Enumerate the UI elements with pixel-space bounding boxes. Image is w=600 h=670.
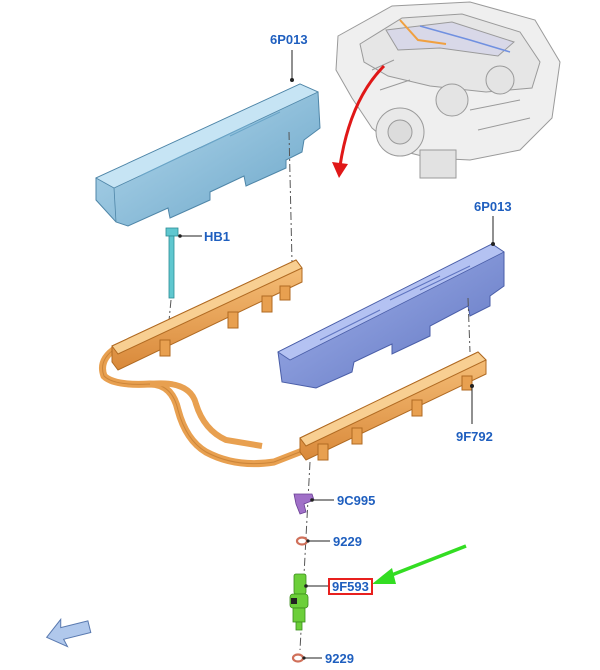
engine-thumbnail — [335, 1, 561, 179]
engine-cover-top — [95, 83, 321, 227]
injector-clip — [293, 493, 315, 515]
engine-cover-right — [277, 243, 505, 389]
callout-9229-upper: 9229 — [333, 534, 362, 549]
highlight-arrow — [372, 544, 467, 584]
orientation-arrow-icon — [45, 617, 92, 648]
callout-6p013-top: 6P013 — [270, 32, 308, 47]
callout-9f593-highlighted: 9F593 — [328, 578, 373, 595]
callout-9229-lower: 9229 — [325, 651, 354, 666]
o-ring-lower — [291, 653, 305, 663]
callout-9f792: 9F792 — [456, 429, 493, 444]
engine-location-arrow — [332, 64, 386, 178]
callout-6p013-right: 6P013 — [474, 199, 512, 214]
callout-9c995: 9C995 — [337, 493, 376, 508]
o-ring-upper — [295, 536, 309, 546]
fuel-rail-assembly — [99, 259, 487, 468]
callout-hb1: HB1 — [204, 229, 231, 244]
bolt-hb1 — [165, 227, 179, 299]
fuel-injector — [289, 573, 309, 631]
